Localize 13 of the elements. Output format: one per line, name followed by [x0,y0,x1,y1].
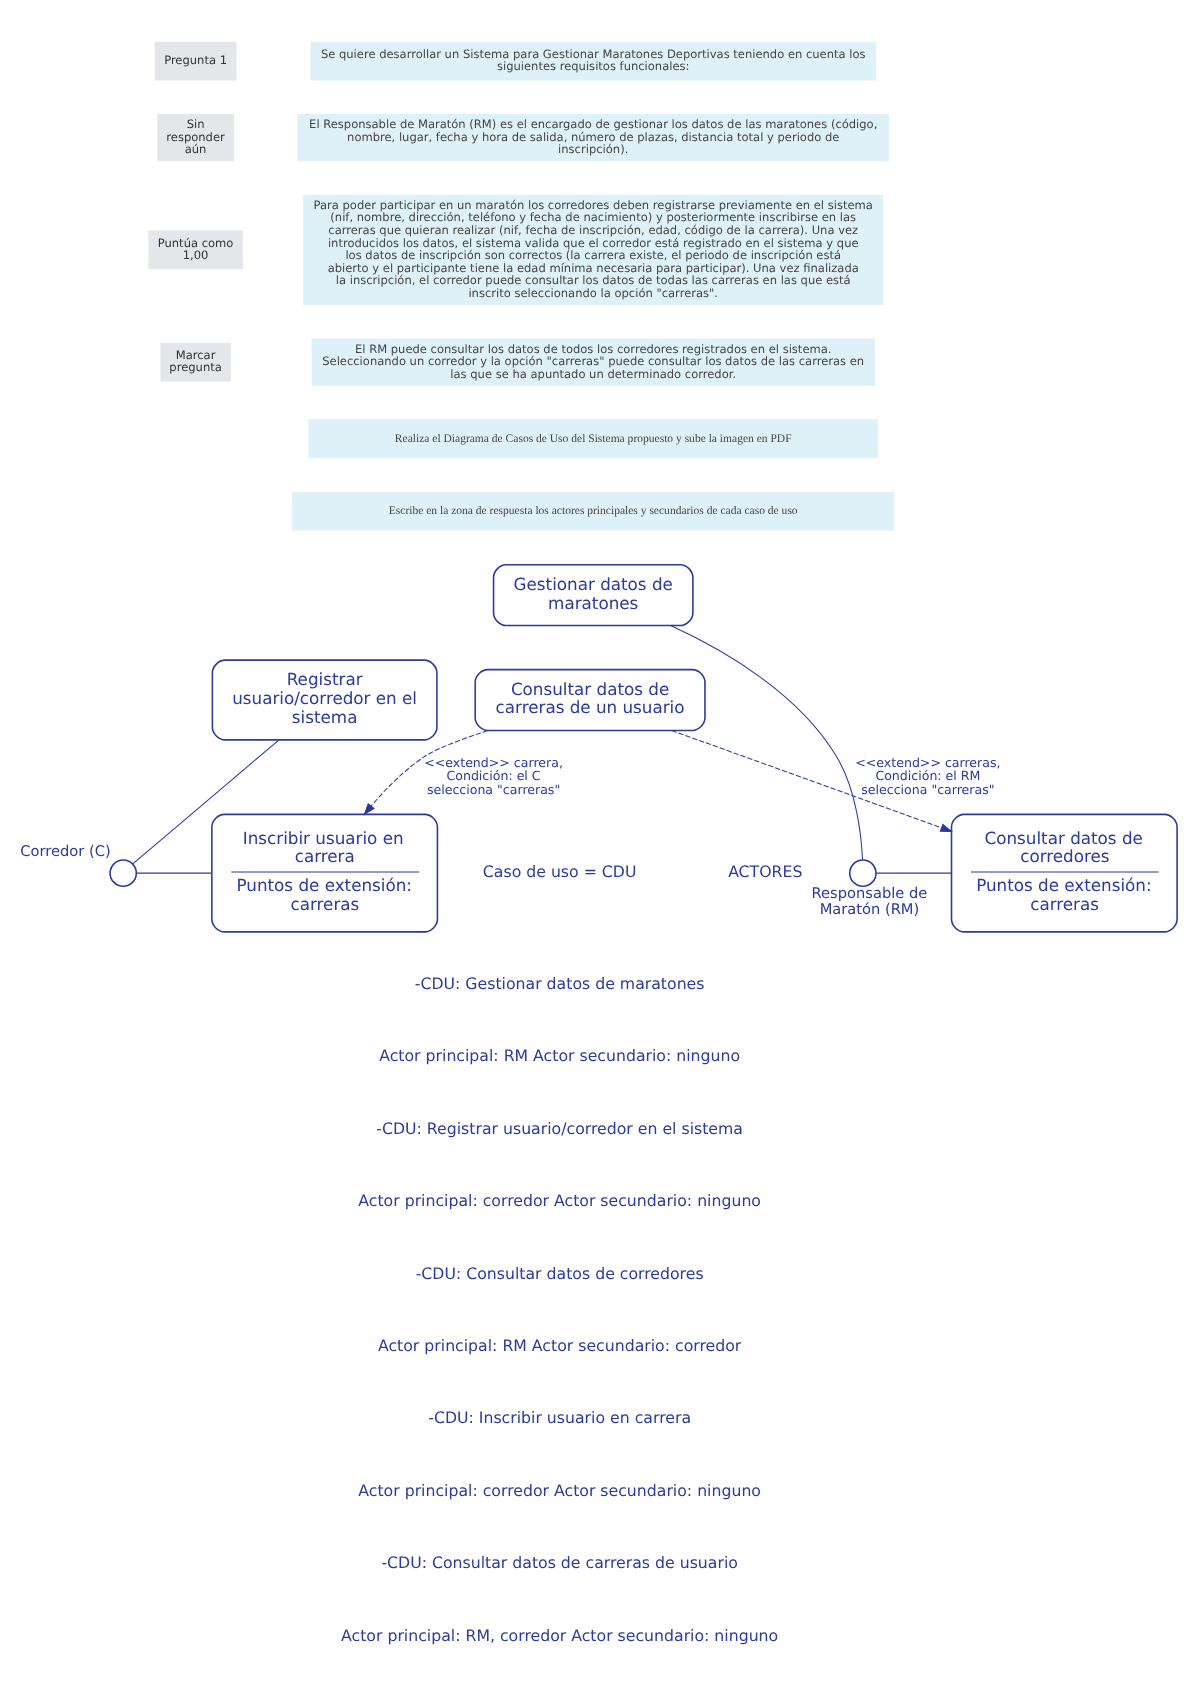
connector [132,738,279,864]
node-box: Registrar usuario/corredor en el sistema [211,658,438,740]
connector [875,871,952,873]
connector [136,871,213,873]
node-box: Consultar datos de carreras de un usuario [474,667,706,731]
node-person [109,858,138,887]
connector [670,624,864,860]
node-box: Inscribir usuario en carrera Puntos de extensión: carreras [211,812,439,932]
node-person [848,858,877,887]
arrow [363,729,489,815]
node-box: Gestionar datos de maratones [492,562,694,626]
node-box: Consultar datos de corredores Puntos de extensión: carreras [950,812,1178,932]
arrow [671,728,953,831]
